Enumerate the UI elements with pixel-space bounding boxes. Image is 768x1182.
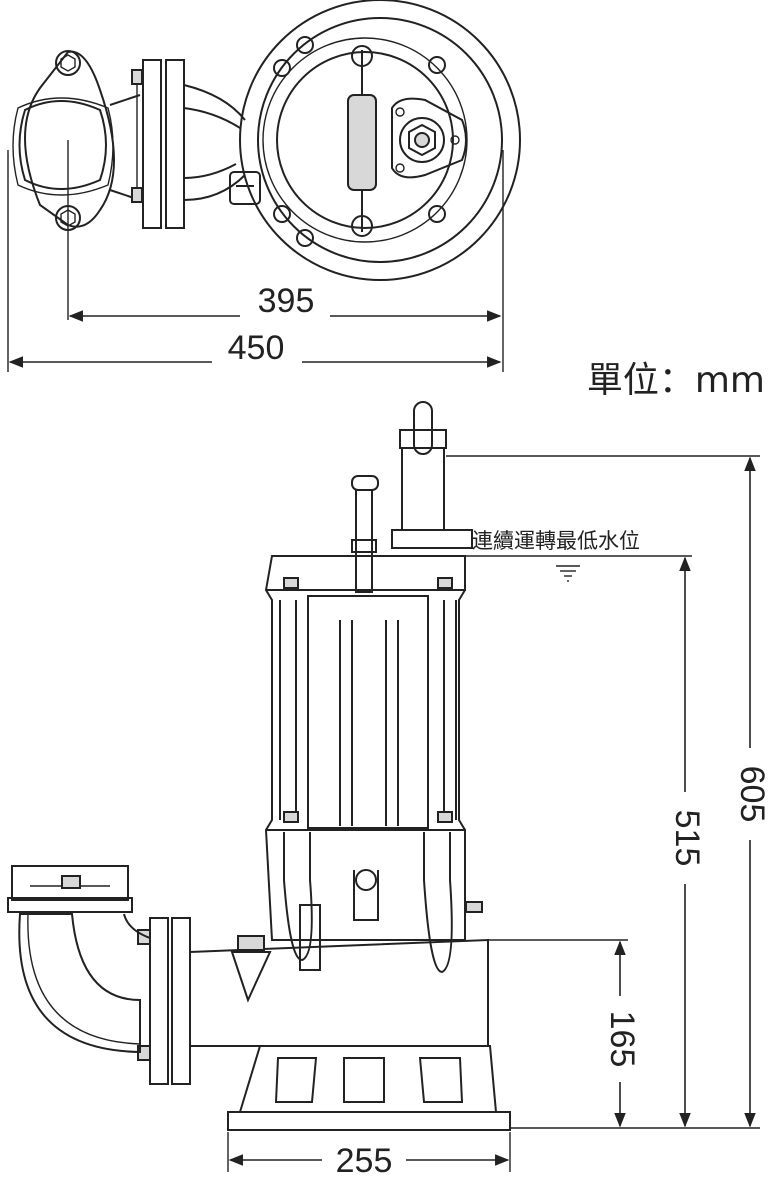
dim-515: 515 bbox=[668, 810, 706, 867]
dim-255: 255 bbox=[336, 1142, 393, 1180]
dim-450: 450 bbox=[228, 329, 285, 367]
top-dimensions: 395 450 bbox=[7, 150, 504, 372]
dim-605: 605 bbox=[733, 766, 768, 823]
water-level-marker: 連續運轉最低水位 bbox=[465, 529, 692, 582]
dim-165: 165 bbox=[603, 1011, 641, 1068]
water-level-label: 連續運轉最低水位 bbox=[472, 529, 640, 553]
front-dimensions: 605 515 165 255 bbox=[227, 455, 768, 1180]
top-view bbox=[12, 0, 521, 320]
front-view bbox=[7, 401, 511, 1131]
dim-395: 395 bbox=[258, 282, 315, 320]
unit-label: 單位：mm bbox=[587, 360, 765, 401]
